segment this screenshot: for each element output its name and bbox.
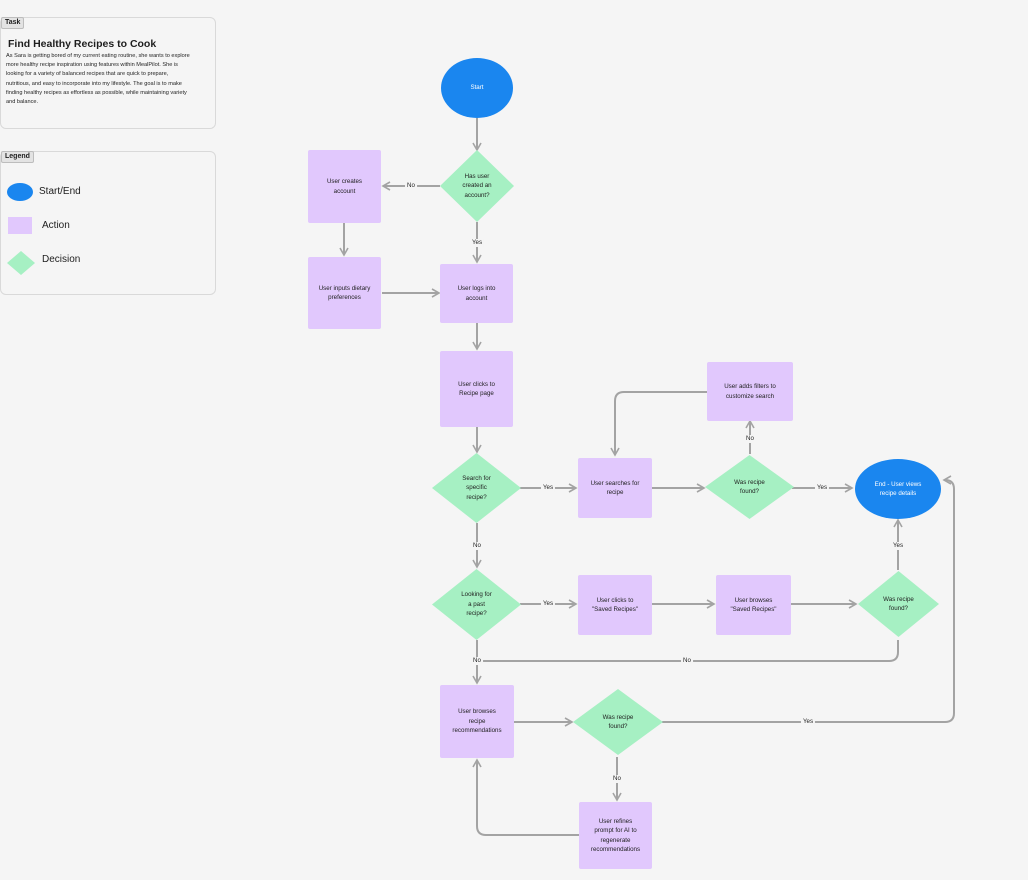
edge-label-yes-found3: Yes	[800, 718, 816, 726]
action-clicks-saved-recipes-label: User clicks to "Saved Recipes"	[591, 596, 638, 614]
decision-past-recipe-label: Looking for a past recipe?	[461, 591, 492, 618]
action-clicks-recipe-page-label: User clicks to Recipe page	[458, 380, 495, 398]
action-adds-filters-label: User adds filters to customize search	[724, 383, 776, 400]
edge-label-no-search: No	[471, 542, 483, 550]
action-browses-saved-recipes-label: User browses "Saved Recipes"	[730, 596, 777, 614]
edge-label-no-account: No	[405, 182, 417, 190]
edge-refines-to-recs	[472, 758, 579, 836]
action-inputs-preferences: User inputs dietary preferences	[308, 257, 381, 329]
action-searches-recipe: User searches for recipe	[578, 458, 652, 518]
legend-start-end-symbol	[7, 183, 33, 201]
edge-label-no-found2: No	[681, 657, 693, 665]
start-node: Start	[441, 58, 513, 118]
edge-found3-yes	[662, 475, 955, 723]
legend-action-symbol	[8, 217, 32, 234]
decision-search-specific: Search for specific recipe?	[432, 453, 521, 523]
action-adds-filters: User adds filters to customize search	[707, 362, 793, 421]
edge-label-no-found1: No	[744, 435, 756, 443]
edge-label-yes-found1: Yes	[814, 484, 830, 492]
decision-found-3-label: Was recipe found?	[602, 713, 634, 731]
action-clicks-recipe-page: User clicks to Recipe page	[440, 351, 513, 427]
edge-label-no-past: No	[471, 657, 483, 665]
action-inputs-preferences-label: User inputs dietary preferences	[318, 284, 371, 302]
end-node: End - User views recipe details	[855, 459, 941, 519]
edge-label-no-found3: No	[611, 775, 623, 783]
action-creates-account-label: User creates account	[326, 178, 363, 195]
end-node-label: End - User views recipe details	[874, 480, 922, 498]
task-title: Find Healthy Recipes to Cook	[8, 38, 157, 50]
action-logs-in: User logs into account	[440, 264, 513, 323]
decision-has-account-label: Has user created an account?	[462, 172, 492, 199]
action-logs-in-label: User logs into account	[457, 285, 496, 302]
legend-tag: Legend	[1, 151, 34, 163]
decision-past-recipe: Looking for a past recipe?	[432, 569, 521, 640]
legend-decision-label: Decision	[42, 254, 81, 265]
action-browses-saved-recipes: User browses "Saved Recipes"	[716, 575, 791, 635]
edge-label-yes-past: Yes	[540, 600, 556, 608]
start-node-label: Start	[470, 84, 484, 92]
task-tag: Task	[1, 17, 25, 29]
action-browses-recommendations: User browses recipe recommendations	[440, 685, 514, 758]
decision-search-specific-label: Search for specific recipe?	[462, 474, 491, 501]
decision-found-1: Was recipe found?	[705, 455, 794, 519]
edge-found2-no	[477, 640, 899, 662]
action-creates-account: User creates account	[308, 150, 381, 223]
legend-panel: Legend Start/End Action Decision	[0, 151, 216, 295]
legend-start-end-label: Start/End	[39, 186, 81, 197]
edge-label-yes-found2: Yes	[890, 542, 906, 550]
decision-found-2-label: Was recipe found?	[883, 595, 914, 613]
action-refines-prompt: User refines prompt for AI to regenerate…	[579, 802, 652, 869]
action-refines-prompt-label: User refines prompt for AI to regenerate…	[590, 817, 641, 854]
legend-decision-symbol	[7, 251, 35, 275]
edge-filters-to-searches	[610, 391, 707, 457]
action-browses-recommendations-label: User browses recipe recommendations	[452, 708, 502, 735]
task-description: As Sara is getting bored of my current e…	[6, 53, 190, 106]
edge-label-yes-account: Yes	[469, 239, 485, 247]
edge-label-yes-search: Yes	[540, 484, 556, 492]
decision-found-1-label: Was recipe found?	[734, 478, 765, 496]
task-panel: Task Find Healthy Recipes to Cook As Sar…	[0, 17, 216, 129]
decision-found-2: Was recipe found?	[858, 571, 939, 637]
decision-found-3: Was recipe found?	[573, 689, 663, 755]
action-searches-recipe-label: User searches for recipe	[590, 479, 640, 497]
legend-action-label: Action	[42, 220, 70, 231]
decision-has-account: Has user created an account?	[440, 150, 514, 222]
action-clicks-saved-recipes: User clicks to "Saved Recipes"	[578, 575, 652, 635]
